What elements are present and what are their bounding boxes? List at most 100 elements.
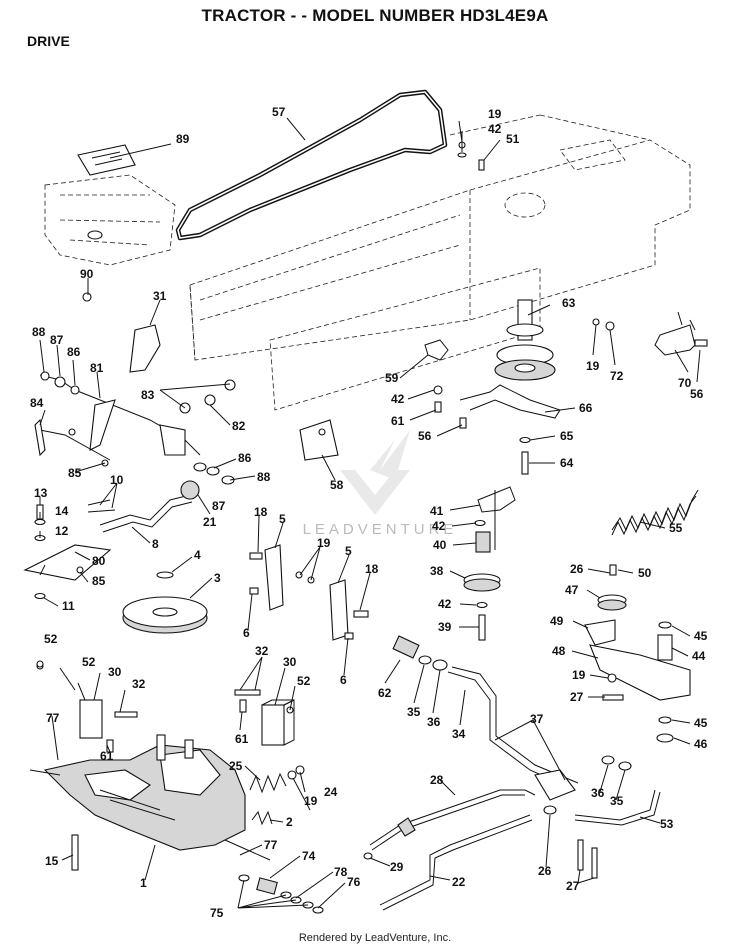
- callout-24: 24: [324, 785, 338, 799]
- callout-63: 63: [562, 296, 576, 310]
- callout-45b: 45: [694, 716, 708, 730]
- brake-rods: [363, 789, 661, 911]
- callout-5: 5: [279, 512, 286, 526]
- callout-25: 25: [229, 759, 243, 773]
- callout-28: 28: [430, 773, 444, 787]
- callout-39: 39: [438, 620, 452, 634]
- callout-49: 49: [550, 614, 564, 628]
- callout-55: 55: [669, 521, 683, 535]
- pedal-shaft-34: [392, 635, 632, 801]
- bracket-70: [592, 311, 708, 356]
- callout-6: 6: [243, 626, 250, 640]
- callout-30b: 30: [283, 655, 297, 669]
- callout-61b: 61: [100, 749, 114, 763]
- callout-82: 82: [232, 419, 246, 433]
- callout-8: 8: [152, 537, 159, 551]
- callout-19b: 19: [317, 536, 331, 550]
- callout-48: 48: [552, 644, 566, 658]
- callout-2: 2: [286, 815, 293, 829]
- callout-27b: 27: [566, 879, 580, 893]
- callout-labels: 89 57 19 42 51 90 31 88 87 86 81 83 82 8…: [30, 105, 708, 920]
- page-title: TRACTOR - - MODEL NUMBER HD3L4E9A: [201, 6, 549, 25]
- callout-66: 66: [579, 401, 593, 415]
- shift-rod-8: [87, 480, 200, 533]
- callout-34: 34: [452, 727, 466, 741]
- callout-77: 77: [46, 711, 60, 725]
- callout-18: 18: [254, 505, 268, 519]
- footer-credit: Rendered by LeadVenture, Inc.: [298, 932, 452, 944]
- callout-84: 84: [30, 396, 44, 410]
- watermark-text: LEADVENTURE: [303, 521, 458, 538]
- callout-42d: 42: [438, 597, 452, 611]
- callout-19c: 19: [586, 359, 600, 373]
- callout-26: 26: [570, 562, 584, 576]
- bolt-stack-19-42-51: [36, 141, 485, 668]
- callout-52: 52: [44, 632, 58, 646]
- callout-81: 81: [90, 361, 104, 375]
- callout-12: 12: [55, 524, 69, 538]
- callout-42c: 42: [432, 519, 446, 533]
- callout-65: 65: [560, 429, 574, 443]
- callout-35: 35: [407, 705, 421, 719]
- callout-31: 31: [153, 289, 167, 303]
- callout-88: 88: [32, 325, 46, 339]
- callout-64: 64: [560, 456, 574, 470]
- callout-87: 87: [50, 333, 64, 347]
- brackets-30: [36, 662, 295, 753]
- callout-36b: 36: [591, 786, 605, 800]
- callout-50: 50: [638, 566, 652, 580]
- spring-25: [249, 765, 305, 826]
- callout-90: 90: [80, 267, 94, 281]
- brackets-5: [249, 544, 369, 641]
- callout-15: 15: [45, 854, 59, 868]
- callout-36: 36: [427, 715, 441, 729]
- frame-group: [189, 114, 691, 411]
- callout-83: 83: [141, 388, 155, 402]
- callout-18b: 18: [365, 562, 379, 576]
- callout-3: 3: [214, 571, 221, 585]
- callout-27: 27: [570, 690, 584, 704]
- bolt-64: [519, 436, 531, 475]
- callout-5b: 5: [345, 544, 352, 558]
- engine-pulley-63: [494, 299, 556, 381]
- callout-45: 45: [694, 629, 708, 643]
- callout-72: 72: [610, 369, 624, 383]
- drive-belt: [175, 89, 448, 241]
- dash-panel-group: [44, 144, 176, 266]
- bracket-31: [129, 324, 161, 373]
- callout-37: 37: [530, 712, 544, 726]
- callout-42: 42: [488, 122, 502, 136]
- section-title: DRIVE: [27, 33, 70, 49]
- callout-44: 44: [692, 649, 706, 663]
- transaxle-1: [29, 734, 271, 871]
- callout-80: 80: [92, 554, 106, 568]
- callout-70: 70: [678, 376, 692, 390]
- callout-51: 51: [506, 132, 520, 146]
- callout-86: 86: [67, 345, 81, 359]
- callout-56: 56: [418, 429, 432, 443]
- callout-86b: 86: [238, 451, 252, 465]
- callout-19e: 19: [304, 794, 318, 808]
- callout-40: 40: [433, 538, 447, 552]
- callout-32b: 32: [255, 644, 269, 658]
- callout-88b: 88: [257, 470, 271, 484]
- callout-62: 62: [378, 686, 392, 700]
- callout-1: 1: [140, 876, 147, 890]
- callout-19: 19: [488, 107, 502, 121]
- callout-74: 74: [302, 849, 316, 863]
- callout-89: 89: [176, 132, 190, 146]
- plate-58: [299, 419, 339, 461]
- watermark-logo: [340, 430, 410, 515]
- callout-4: 4: [194, 548, 201, 562]
- callout-76: 76: [347, 875, 361, 889]
- callout-56b: 56: [690, 387, 704, 401]
- callout-14: 14: [55, 504, 69, 518]
- callout-38: 38: [430, 564, 444, 578]
- callout-85: 85: [68, 466, 82, 480]
- callout-61c: 61: [235, 732, 249, 746]
- callout-10: 10: [110, 473, 124, 487]
- callout-22: 22: [452, 875, 466, 889]
- callout-53: 53: [660, 817, 674, 831]
- shift-lever-group: [34, 371, 236, 485]
- transmission-pulley-3: [122, 571, 208, 634]
